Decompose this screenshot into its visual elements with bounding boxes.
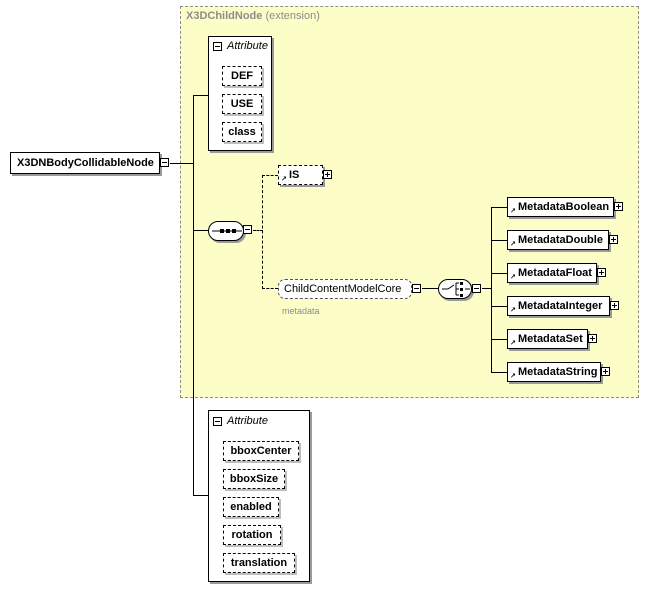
connector-seq-trunk [262,175,263,289]
element-label: MetadataString [518,366,598,378]
element-metadata-float[interactable]: ↗ MetadataFloat [507,263,597,283]
element-label: MetadataInteger [518,300,603,312]
sequence-icon [212,229,242,233]
connector-choice-3 [491,273,507,274]
collapse-attributes-icon[interactable] [213,417,222,426]
connector-attr-top [193,95,209,96]
attribute-bbox-center[interactable]: bboxCenter [223,441,299,461]
element-metadata-boolean[interactable]: ↗ MetadataBoolean [507,197,614,217]
group-type-label: metadata [282,306,320,316]
own-attribute-group: Attribute bboxCenter bboxSize enabled ro… [208,410,310,582]
reference-arrow-icon: ↗ [510,373,516,380]
reference-arrow-icon: ↗ [510,340,516,347]
expand-is-icon[interactable] [323,170,332,179]
extension-name: X3DChildNode [186,10,263,22]
connector-choice-2 [491,240,507,241]
connector-choice-4 [491,306,507,307]
reference-arrow-icon: ↗ [510,274,516,281]
collapse-sequence-icon[interactable] [243,225,252,234]
connector-choice-1 [491,207,507,208]
collapse-root-icon[interactable] [160,158,169,167]
collapse-group-icon[interactable] [412,284,421,293]
element-label: MetadataDouble [518,234,603,246]
connector-is [262,175,278,176]
element-label: MetadataSet [518,333,583,345]
connector-choice-6 [491,372,507,373]
expand-metadata-float-icon[interactable] [597,268,606,277]
reference-arrow-icon: ↗ [510,208,516,215]
attribute-bbox-size[interactable]: bboxSize [223,469,285,489]
connector-attr-bottom [193,495,209,496]
connector-seq-out [253,230,263,231]
connector-choice-trunk [491,207,492,373]
connector-choice-5 [491,339,507,340]
element-is-label: IS [289,169,300,181]
attribute-use[interactable]: USE [222,94,262,114]
element-metadata-string[interactable]: ↗ MetadataString [507,362,601,382]
attribute-enabled[interactable]: enabled [223,497,279,517]
attribute-class[interactable]: class [222,122,262,142]
expand-metadata-double-icon[interactable] [609,235,618,244]
group-ref-label: ChildContentModelCore [284,283,402,295]
attribute-rotation[interactable]: rotation [223,525,281,545]
element-metadata-integer[interactable]: ↗ MetadataInteger [507,296,610,316]
reference-arrow-icon: ↗ [510,307,516,314]
reference-arrow-icon: ↗ [510,241,516,248]
connector-sequence [193,230,209,231]
connector-root [170,163,194,164]
connector-group-choice [422,288,438,289]
element-is[interactable]: ↗ IS [278,165,323,185]
root-element[interactable]: X3DNBodyCollidableNode [10,152,160,174]
extension-title: X3DChildNode (extension) [186,10,320,22]
element-metadata-set[interactable]: ↗ MetadataSet [507,329,588,349]
element-label: MetadataFloat [518,267,592,279]
expand-metadata-boolean-icon[interactable] [614,202,623,211]
extension-suffix: (extension) [265,10,320,22]
collapse-attributes-icon[interactable] [213,42,222,51]
connector-trunk [193,95,194,496]
choice-icon [442,282,470,297]
connector-choice-out [482,288,492,289]
expand-metadata-set-icon[interactable] [588,334,597,343]
expand-metadata-string-icon[interactable] [601,367,610,376]
expand-metadata-integer-icon[interactable] [610,301,619,310]
root-element-label: X3DNBodyCollidableNode [17,157,154,169]
attribute-group-header: Attribute [227,415,268,427]
element-label: MetadataBoolean [518,201,610,213]
choice-compositor[interactable] [438,279,472,299]
attribute-translation[interactable]: translation [223,553,295,573]
collapse-choice-icon[interactable] [472,284,481,293]
attribute-def[interactable]: DEF [222,66,262,86]
group-child-content-model-core[interactable]: ChildContentModelCore [278,279,412,299]
reference-arrow-icon: ↗ [281,176,287,183]
inherited-attribute-group: Attribute DEF USE class [208,36,272,151]
attribute-group-header: Attribute [227,40,268,52]
sequence-compositor[interactable] [208,221,244,241]
element-metadata-double[interactable]: ↗ MetadataDouble [507,230,609,250]
connector-group [262,288,278,289]
